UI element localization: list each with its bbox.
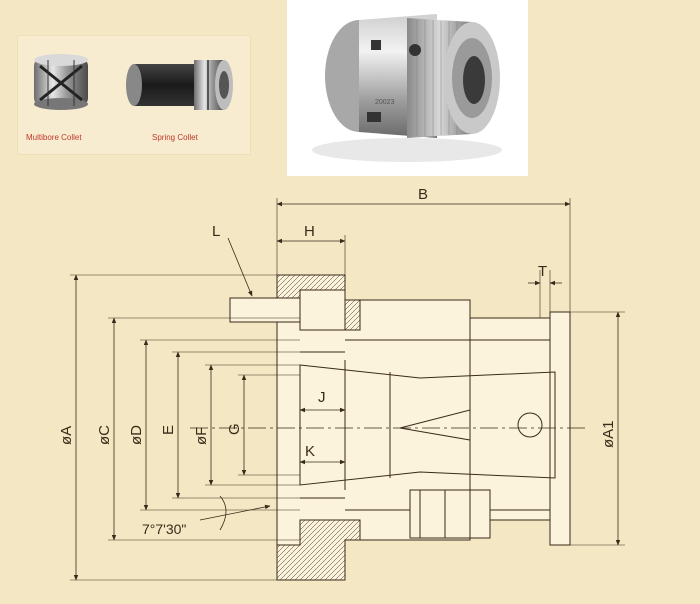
label-l: L <box>212 223 220 240</box>
leader-l <box>227 237 253 297</box>
label-a1: øA1 <box>600 420 617 448</box>
collet-thumbnails <box>34 54 233 110</box>
label-k: K <box>305 443 315 460</box>
spring-collet-caption: Spring Collet <box>152 133 198 142</box>
label-j: J <box>318 389 326 406</box>
label-b: B <box>418 186 428 203</box>
label-d: øD <box>128 425 145 445</box>
label-g: G <box>226 423 243 435</box>
extension-lines <box>70 198 625 581</box>
multibore-collet-image <box>34 54 88 110</box>
collet-thumbnails-panel: Multibore Collet Spring Collet <box>18 36 250 154</box>
label-f: øF <box>193 427 210 445</box>
label-t: T <box>538 263 547 280</box>
multibore-collet-caption: Multibore Collet <box>26 133 82 142</box>
label-angle: 7°7'30" <box>142 521 186 537</box>
collet-chuck-photo: 20023 <box>312 14 502 162</box>
dimension-lines <box>73 201 621 581</box>
label-a: øA <box>58 426 75 445</box>
chuck-section <box>229 274 571 581</box>
product-photo: 20023 <box>287 0 528 176</box>
angle-arc <box>219 495 227 531</box>
label-e: E <box>160 425 177 435</box>
label-c: øC <box>96 425 113 445</box>
dimension-labels: B H L T J K 7°7'30" øA øC øD E øF G øA1 <box>58 186 617 537</box>
leader-angle <box>199 504 271 521</box>
label-h: H <box>304 223 315 240</box>
photo-engraving: 20023 <box>375 99 395 106</box>
spring-collet-image <box>126 60 233 110</box>
